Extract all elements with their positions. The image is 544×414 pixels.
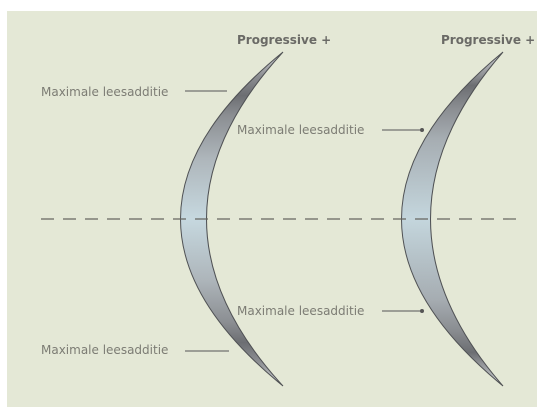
right-lens: [401, 51, 504, 387]
left-lens-label-bottom: Maximale leesadditie: [41, 343, 169, 357]
left-lens-label-top: Maximale leesadditie: [41, 85, 169, 99]
left-lens-title: Progressive +: [237, 33, 332, 47]
left-lens: [180, 51, 284, 387]
marker-dot-right-top: [420, 128, 424, 132]
right-lens-title: Progressive +: [441, 33, 536, 47]
diagram-background: [7, 11, 537, 407]
marker-dot-right-bottom: [420, 309, 424, 313]
right-lens-label-bottom: Maximale leesadditie: [237, 304, 365, 318]
right-lens-label-top: Maximale leesadditie: [237, 123, 365, 137]
